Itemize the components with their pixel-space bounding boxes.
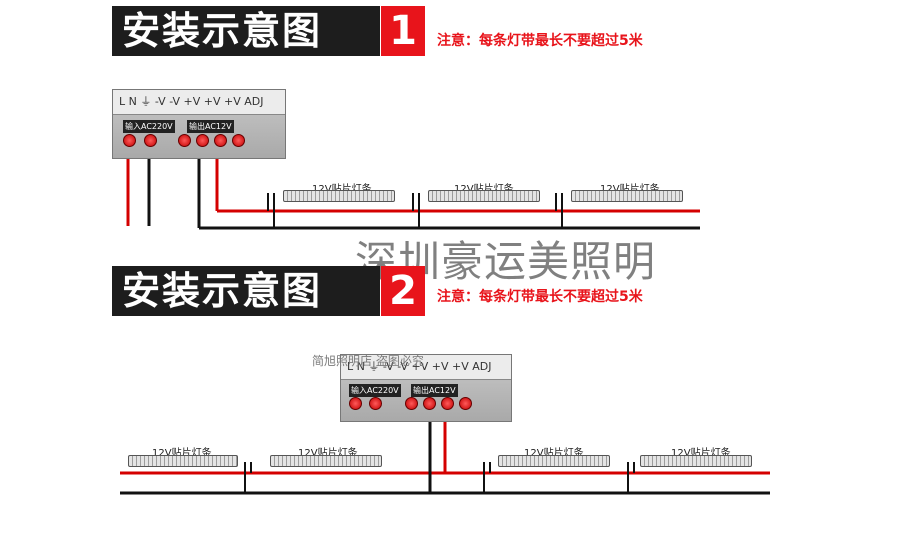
psu-terminal [349,397,362,410]
d1-strip-label: 12V贴片灯条 [454,180,514,195]
diagram2-title-banner: 安装示意图 [112,266,380,316]
d2-strip-label: 12V贴片灯条 [152,448,212,459]
diagram1-note: 注意：每条灯带最长不要超过5米 [437,33,643,49]
diagram2-number-badge: 2 [381,266,425,316]
d1-led-strip [571,190,683,202]
diagram2-power-supply: L N ⏚ -V -V +V +V +V ADJ 输入AC220V 输出AC12… [340,354,512,422]
d1-led-strip [283,190,395,202]
psu-input-label: 输入AC220V [123,120,175,133]
d2-strip-label: 12V贴片灯条 [524,448,584,459]
d1-strip-label: 12V贴片灯条 [600,180,660,195]
psu-terminal [232,134,245,147]
diagram2-note: 注意：每条灯带最长不要超过5米 [437,289,643,305]
d2-strip-label: 12V贴片灯条 [298,448,358,459]
psu-terminal [123,134,136,147]
psu-terminal [178,134,191,147]
d1-led-strip [428,190,540,202]
watermark-small-text: 简旭照明店 盗图必究 [312,354,424,368]
d1-strip-label: 12V贴片灯条 [312,180,372,195]
d2-strip-label: 12V贴片灯条 [671,448,731,459]
diagram1-power-supply: L N ⏚ -V -V +V +V +V ADJ 输入AC220V 输出AC12… [112,89,286,159]
psu-terminal [369,397,382,410]
diagram2-number: 2 [389,268,417,314]
psu-terminal-legend: L N ⏚ -V -V +V +V +V ADJ [341,355,511,380]
d2-led-strip [128,455,238,467]
psu-terminal [196,134,209,147]
diagram1-number: 1 [389,8,417,54]
psu-terminal [459,397,472,410]
diagram2-wires [120,404,770,495]
d2-led-strip [270,455,382,467]
psu-input-label: 输入AC220V [349,384,401,397]
psu-output-label: 输出AC12V [411,384,458,397]
d2-led-strip [640,455,752,467]
psu-terminal [214,134,227,147]
diagram1-number-badge: 1 [381,6,425,56]
diagram2-title: 安装示意图 [122,269,323,313]
psu-terminal [405,397,418,410]
d2-led-strip [498,455,610,467]
psu-terminal [441,397,454,410]
psu-output-label: 输出AC12V [187,120,234,133]
psu-terminal [423,397,436,410]
psu-terminal-legend: L N ⏚ -V -V +V +V +V ADJ [113,90,285,115]
psu-terminal [144,134,157,147]
diagram1-title-banner: 安装示意图 [112,6,380,56]
diagram1-title: 安装示意图 [122,9,323,53]
